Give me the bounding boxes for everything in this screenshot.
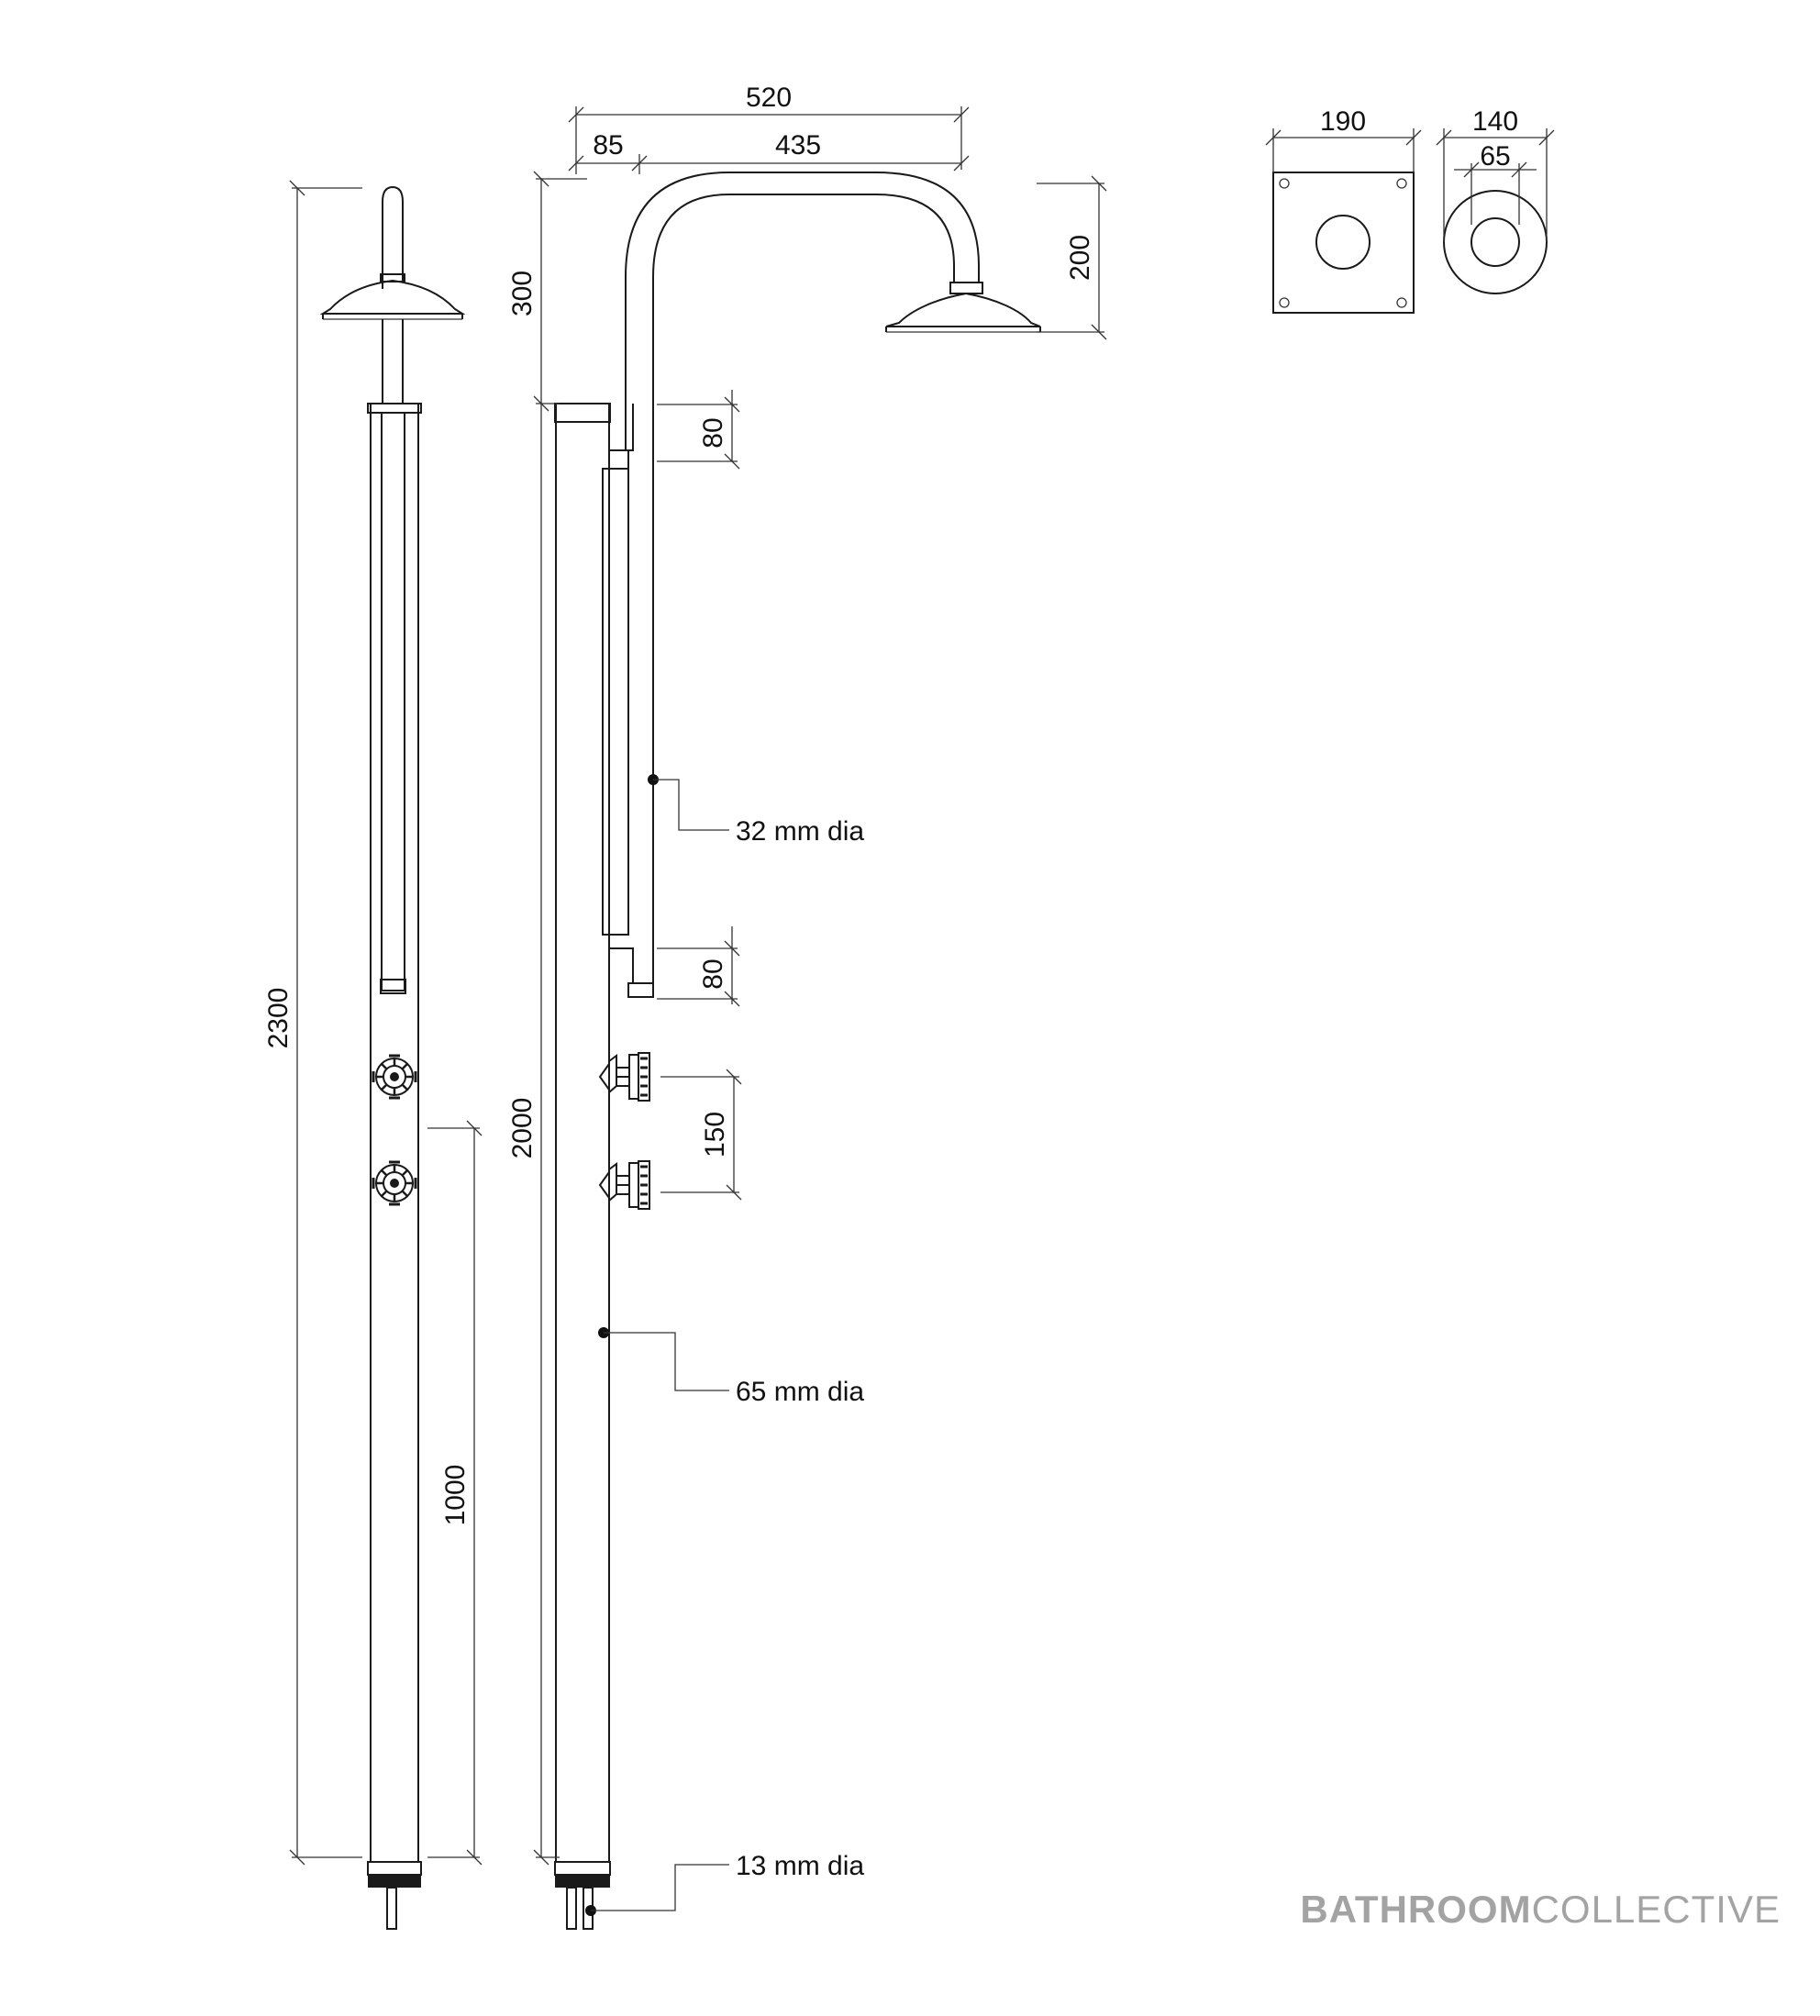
callout-labels: 32 mm dia 65 mm dia 13 mm dia [736, 816, 864, 1881]
dim-arm-depth: 300 [507, 271, 538, 316]
side-view [554, 172, 1041, 1930]
dim-arm-offset: 85 [593, 130, 623, 161]
callout-inlet-pipe: 13 mm dia [736, 1851, 864, 1881]
callout-leaders [585, 774, 729, 1916]
dim-arm-reach: 520 [746, 83, 792, 113]
callout-arm-pipe: 32 mm dia [736, 816, 864, 847]
dimension-labels: 2300 1000 2000 300 520 85 435 200 80 80 … [263, 83, 1518, 1525]
dim-flange-diameter: 140 [1472, 106, 1518, 137]
dim-column-height: 2000 [507, 1098, 538, 1159]
dim-flange-inner: 65 [1480, 141, 1510, 172]
brand-logo: BATHROOMCOLLECTIVE [1300, 1888, 1781, 1932]
dim-valve-height: 1000 [440, 1465, 471, 1526]
dim-plate-width: 190 [1320, 106, 1366, 137]
dim-head-drop: 200 [1065, 235, 1095, 281]
flange [1436, 128, 1555, 294]
callout-column-pipe: 65 mm dia [736, 1377, 864, 1407]
dim-slot-top-gap: 80 [698, 417, 728, 448]
dim-slot-bottom-gap: 80 [698, 958, 728, 989]
dim-arm-span: 435 [775, 130, 821, 161]
brand-bold-text: BATHROOM [1300, 1888, 1532, 1931]
brand-light-text: COLLECTIVE [1531, 1888, 1781, 1931]
side-dimensions [533, 106, 1107, 1866]
front-view [319, 185, 466, 1930]
wall-plate [1265, 128, 1422, 314]
dim-valve-spacing: 150 [700, 1112, 730, 1158]
dim-total-height: 2300 [263, 988, 294, 1049]
front-dimensions [289, 180, 483, 1866]
